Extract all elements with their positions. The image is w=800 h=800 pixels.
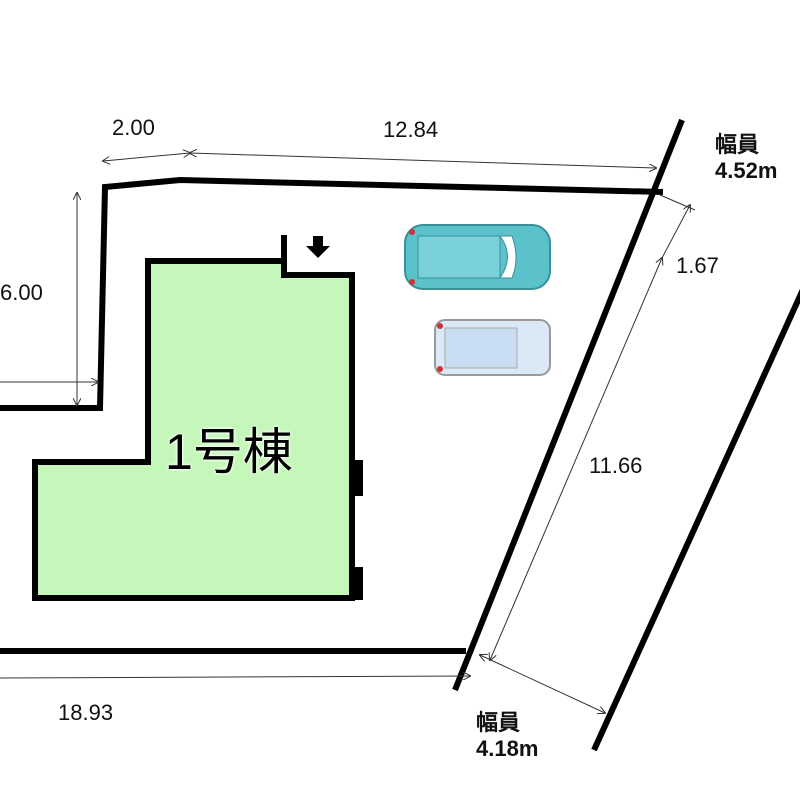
road-title: 幅員 [715,132,760,157]
road-label-south: 幅員 4.18m [476,710,538,762]
dim-label-top-left: 2.00 [112,115,155,140]
entrance-arrow-icon [306,236,330,258]
road-width: 4.18m [476,736,539,761]
road-width: 4.52m [715,158,778,183]
window-block [352,567,363,600]
road-title: 幅員 [476,710,521,735]
dim-line-2 [103,153,190,161]
building-label: 1号棟 [165,424,293,480]
dim-line-road-south [480,655,605,713]
dim-label-right-short: 1.67 [676,253,719,278]
car-white [434,319,551,376]
road-edge-east-outer [591,288,800,752]
dim-label-bottom: 18.93 [58,700,114,725]
car-teal [404,224,551,290]
lot-boundary [0,176,664,411]
dim-line-12 [190,153,656,168]
road-label-east: 幅員 4.52m [715,132,777,184]
dim-label-right: 11.66 [589,453,643,478]
dim-line-18 [0,676,470,678]
window-block [352,460,363,496]
road-edge-east-inner [452,118,685,692]
dim-label-left: 6.00 [0,280,43,305]
dim-line-1 [661,205,690,259]
dim-label-top: 12.84 [383,117,439,142]
dim-line-11 [490,258,662,660]
